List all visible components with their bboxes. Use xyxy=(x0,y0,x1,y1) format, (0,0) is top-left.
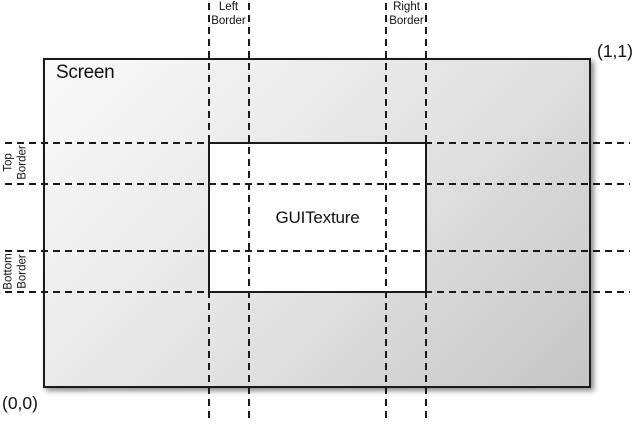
guitexture-rect: GUITexture xyxy=(208,142,427,293)
bottom-border-label: Bottom Border xyxy=(2,253,29,290)
left-border-label: Left Border xyxy=(211,1,246,27)
right-border-label: Right Border xyxy=(389,1,424,27)
top-border-label: Top Border xyxy=(2,145,29,180)
screen-label: Screen xyxy=(56,62,115,83)
guitexture-label: GUITexture xyxy=(275,207,360,227)
coordinate-bottom-left-label: (0,0) xyxy=(2,393,38,413)
coordinate-top-right-label: (1,1) xyxy=(597,41,633,61)
